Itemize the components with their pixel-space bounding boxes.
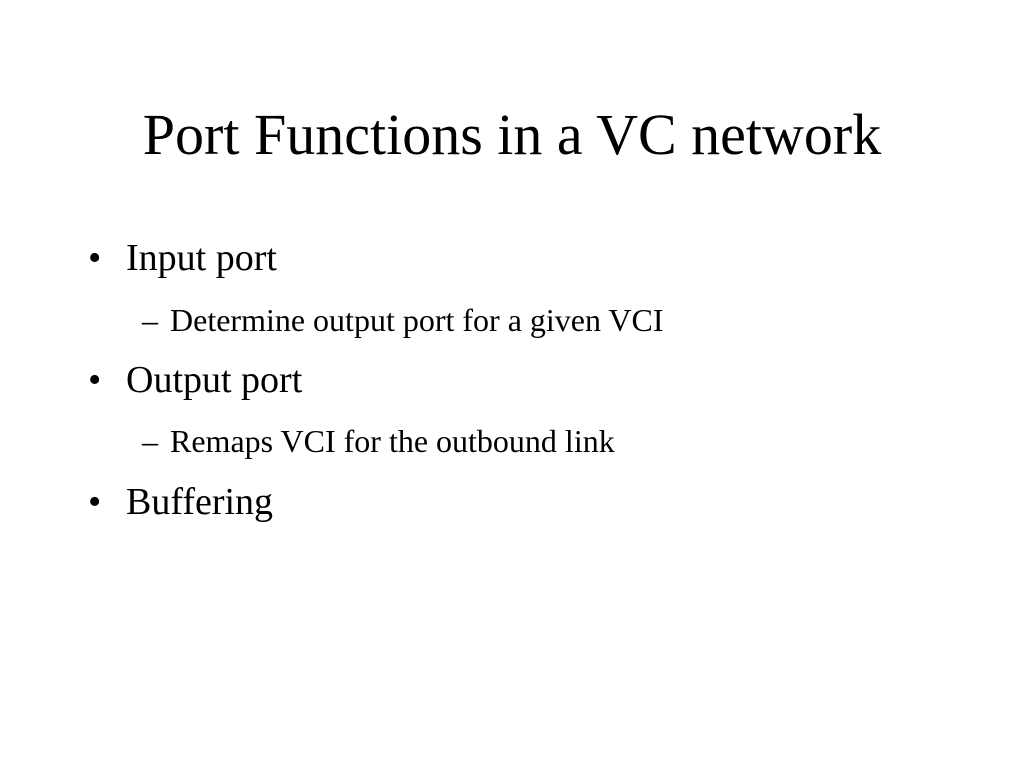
sub-bullet-text: Remaps VCI for the outbound link [170, 423, 615, 459]
bullet-text: Input port [126, 237, 277, 279]
sub-bullet-item: – Determine output port for a given VCI [142, 301, 842, 339]
bullet-item-input-port: • Input port [88, 236, 688, 280]
bullet-item-output-port: • Output port [88, 358, 688, 402]
bullet-marker: • [88, 359, 102, 401]
bullet-item-buffering: • Buffering [88, 480, 688, 524]
sub-bullet-item: – Remaps VCI for the outbound link [142, 422, 842, 460]
sub-bullet-marker: – [142, 423, 158, 459]
bullet-marker: • [88, 481, 102, 523]
bullet-text: Buffering [126, 481, 274, 523]
bullet-marker: • [88, 237, 102, 279]
sub-bullet-text: Determine output port for a given VCI [170, 302, 664, 338]
bullet-text: Output port [126, 359, 303, 401]
slide-title: Port Functions in a VC network [142, 102, 882, 167]
sub-bullet-marker: – [142, 302, 158, 338]
